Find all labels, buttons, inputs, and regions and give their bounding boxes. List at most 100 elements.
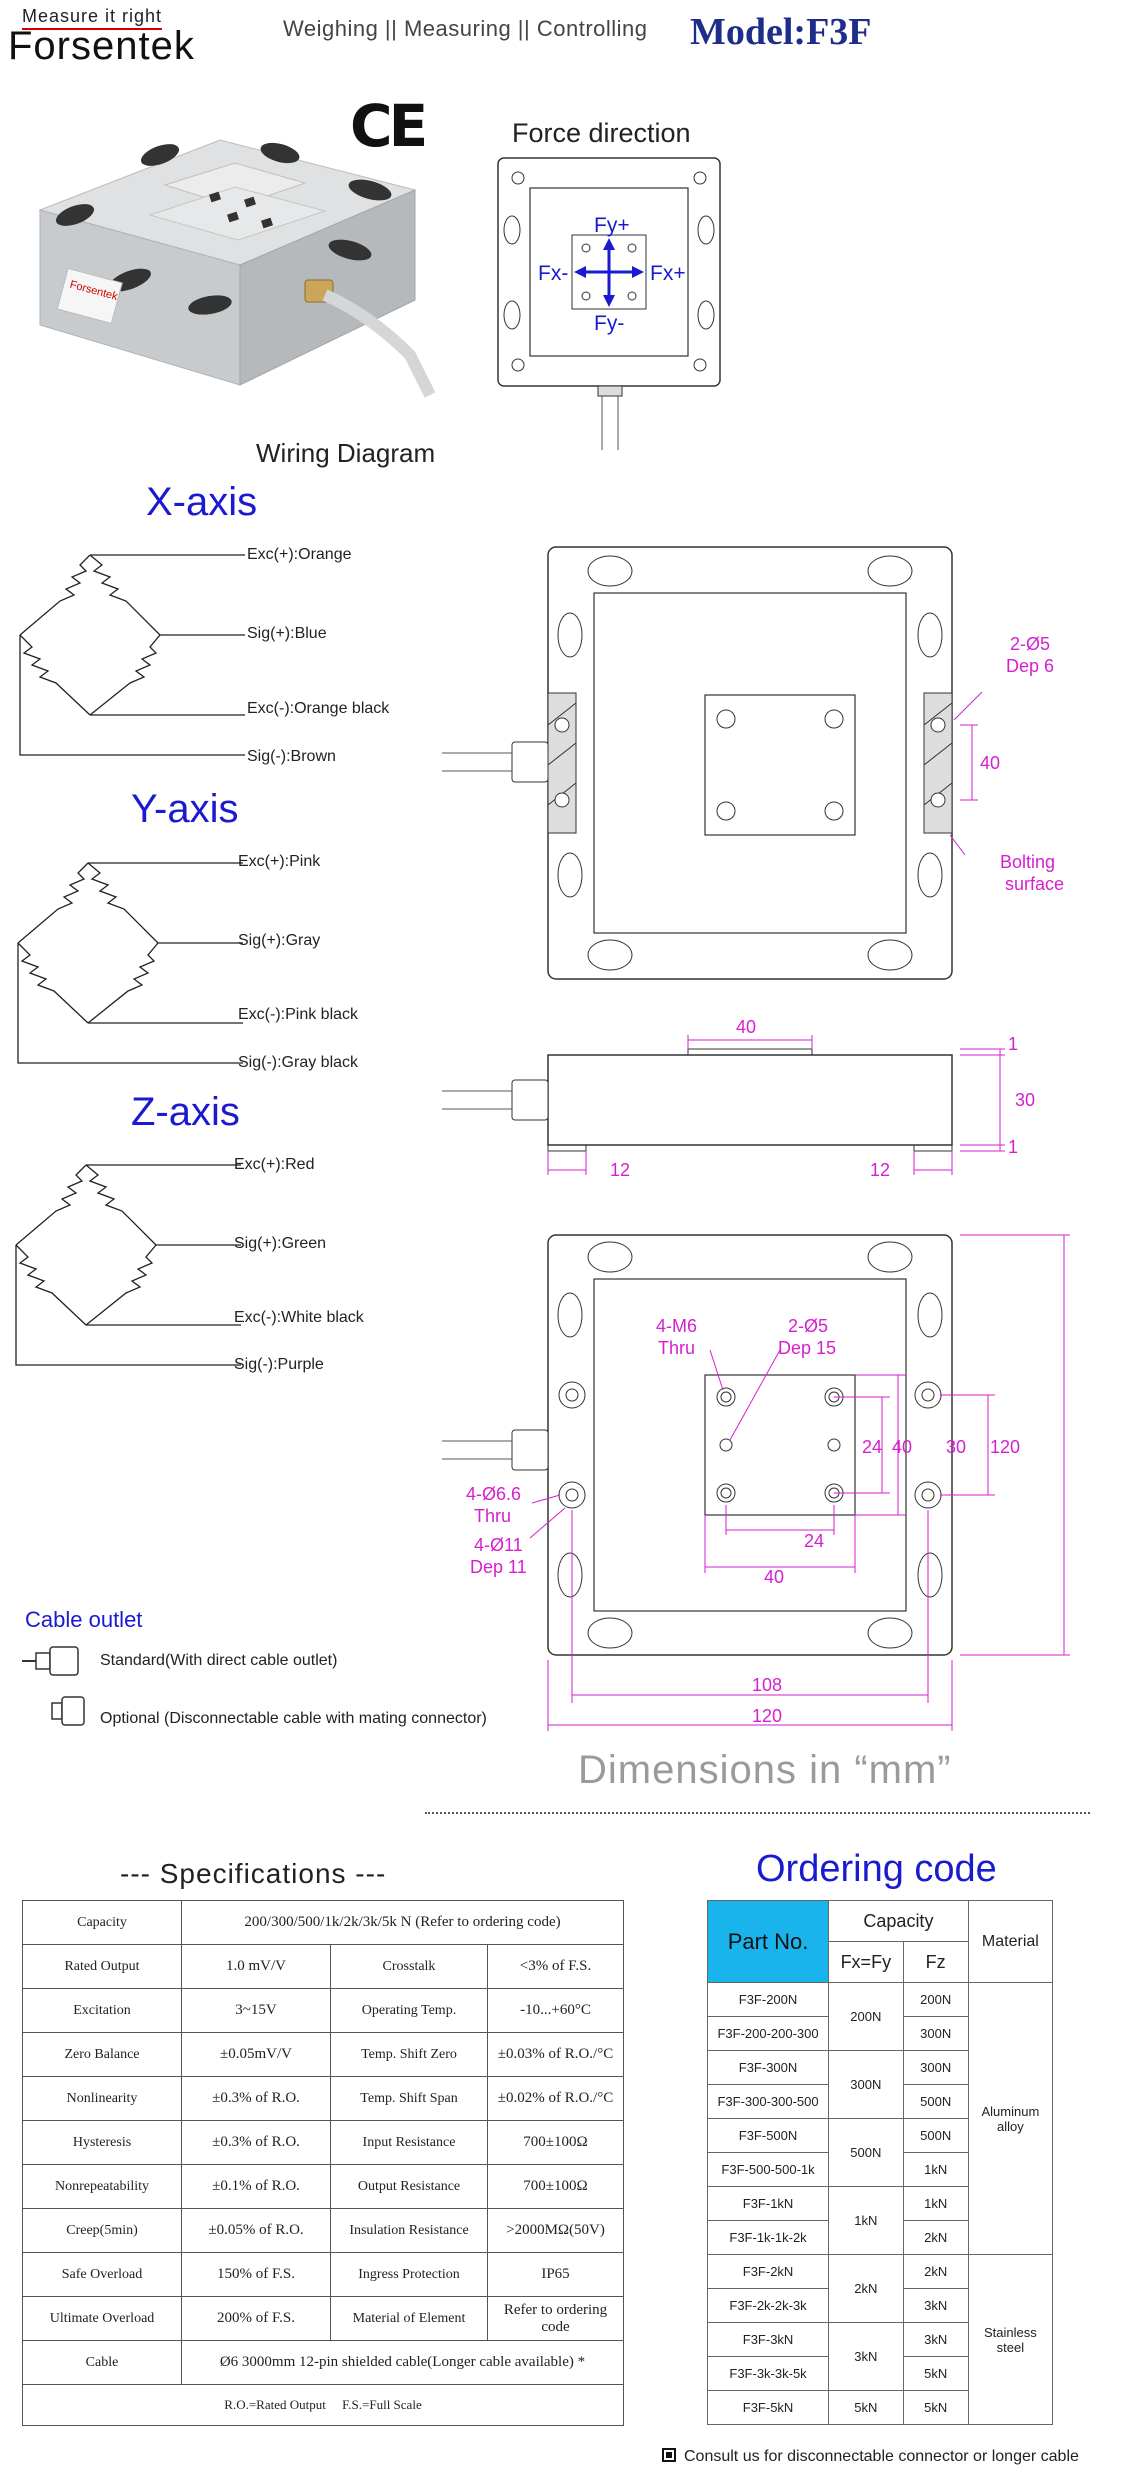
top-bolt-depth-label: Dep 6 <box>1006 656 1054 676</box>
spec-value: >2000MΩ(50V) <box>487 2208 624 2253</box>
spec-label: Capacity <box>22 1900 182 1945</box>
table-row: F3F-1k-1k-2k 2kN <box>706 2220 1053 2255</box>
fxfy-value: 2kN <box>828 2254 904 2323</box>
top-surface-label: surface <box>1005 874 1064 894</box>
top-view-drawing: 2-Ø5 Dep 6 40 Bolting surface <box>442 546 1064 980</box>
table-row: F3F-200-200-300 300N <box>706 2016 1053 2051</box>
spec-label: Material of Element <box>330 2296 488 2341</box>
fz-value: 300N <box>902 2050 969 2085</box>
fz-value: 2kN <box>902 2220 969 2255</box>
part-number: F3F-300N <box>706 2050 830 2085</box>
side-foot-right-label: 12 <box>870 1160 890 1180</box>
spec-label: Rated Output <box>22 1944 182 1989</box>
table-row: Hysteresis ±0.3% of R.O. Input Resistanc… <box>22 2120 624 2165</box>
spec-label: Safe Overload <box>22 2252 182 2297</box>
consult-note: Consult us for disconnectable connector … <box>662 2448 1079 2466</box>
table-row: Excitation 3~15V Operating Temp. -10...+… <box>22 1988 624 2033</box>
material-aluminum: Aluminum alloy <box>967 1982 1054 2255</box>
cable-outlet-optional: Optional (Disconnectable cable with mati… <box>100 1710 487 1727</box>
table-row: Nonrepeatability ±0.1% of R.O. Output Re… <box>22 2164 624 2209</box>
table-row: Capacity 200/300/500/1k/2k/3k/5k N (Refe… <box>22 1900 624 1945</box>
spec-value: ±0.05% of R.O. <box>181 2208 331 2253</box>
brand-tagline: Measure it right <box>22 6 163 30</box>
spec-label: Creep(5min) <box>22 2208 182 2253</box>
spec-label: Temp. Shift Zero <box>330 2032 488 2077</box>
z-axis-title: Z-axis <box>131 1090 240 1134</box>
table-row: R.O.=Rated Output F.S.=Full Scale <box>22 2384 624 2426</box>
fxfy-value: 3kN <box>828 2322 904 2391</box>
fz-value: 500N <box>902 2118 969 2153</box>
x-sig-minus: Sig(-):Brown <box>247 748 336 765</box>
spec-value: IP65 <box>487 2252 624 2297</box>
bottom-m6-label: 4-M6 <box>656 1316 697 1336</box>
header-tagline: Weighing || Measuring || Controlling <box>283 16 648 41</box>
z-exc-plus: Exc(+):Red <box>234 1156 315 1173</box>
fz-value: 1kN <box>902 2152 969 2187</box>
z-sig-plus: Sig(+):Green <box>234 1235 327 1252</box>
y-axis-bridge <box>17 862 243 1064</box>
part-number: F3F-5kN <box>706 2390 830 2425</box>
spec-value: -10...+60°C <box>487 1988 624 2033</box>
y-exc-plus: Exc(+):Pink <box>238 853 321 870</box>
bottom-center-depth-label: Dep 15 <box>778 1338 836 1358</box>
part-number: F3F-3k-3k-5k <box>706 2356 830 2391</box>
col-fz-header: Fz <box>902 1941 969 1983</box>
part-number: F3F-300-300-500 <box>706 2084 830 2119</box>
force-direction-title: Force direction <box>512 118 691 148</box>
side-view-drawing: 40 1 30 1 12 12 <box>442 1017 1035 1180</box>
dimensions-title: Dimensions in “mm” <box>578 1748 952 1792</box>
side-step-bottom-label: 1 <box>1008 1137 1018 1157</box>
table-row: F3F-5kN 5kN 5kN <box>706 2390 1053 2425</box>
spec-label: Cable <box>22 2340 182 2385</box>
cable-outlet-title: Cable outlet <box>25 1607 143 1632</box>
top-bolt-spacing-label: 40 <box>980 753 1000 773</box>
col-fxfy-header: Fx=Fy <box>828 1941 904 1983</box>
fz-value: 5kN <box>902 2356 969 2391</box>
spec-label: Insulation Resistance <box>330 2208 488 2253</box>
part-number: F3F-500N <box>706 2118 830 2153</box>
product-photo: Forsentek <box>38 139 436 398</box>
table-row: Cable Ø6 3000mm 12-pin shielded cable(Lo… <box>22 2340 624 2385</box>
part-number: F3F-2k-2k-3k <box>706 2288 830 2323</box>
fz-value: 300N <box>902 2016 969 2051</box>
model-title: Model:F3F <box>690 11 872 53</box>
material-steel: Stainless steel <box>967 2254 1054 2425</box>
col-material-header: Material <box>967 1900 1054 1983</box>
fz-value: 2kN <box>902 2254 969 2289</box>
side-height-label: 30 <box>1015 1090 1035 1110</box>
spec-value: ±0.05mV/V <box>181 2032 331 2077</box>
fy-plus-label: Fy+ <box>594 214 630 237</box>
table-row: Ultimate Overload 200% of F.S. Material … <box>22 2296 624 2341</box>
part-number: F3F-3kN <box>706 2322 830 2357</box>
spec-label: Nonrepeatability <box>22 2164 182 2209</box>
ce-mark: CE <box>350 92 428 160</box>
fz-value: 200N <box>902 1982 969 2017</box>
spec-label: Excitation <box>22 1988 182 2033</box>
fxfy-value: 500N <box>828 2118 904 2187</box>
y-sig-minus: Sig(-):Gray black <box>238 1054 359 1071</box>
table-row: Rated Output 1.0 mV/V Crosstalk <3% of F… <box>22 1944 624 1989</box>
specifications-title: --- Specifications --- <box>120 1858 387 1889</box>
y-sig-plus: Sig(+):Gray <box>238 932 321 949</box>
spec-value: 700±100Ω <box>487 2120 624 2165</box>
table-row: F3F-200N 200N 200N Aluminum alloy <box>706 1982 1054 2255</box>
part-number: F3F-500-500-1k <box>706 2152 830 2187</box>
part-number: F3F-200-200-300 <box>706 2016 830 2051</box>
col-capacity-header: Capacity <box>828 1900 969 1942</box>
spec-value: ±0.03% of R.O./°C <box>487 2032 624 2077</box>
part-number: F3F-1kN <box>706 2186 830 2221</box>
spec-value: ±0.02% of R.O./°C <box>487 2076 624 2121</box>
bottom-hole-11-depth-label: Dep 11 <box>470 1557 527 1577</box>
ordering-code-table: Part No. Capacity Material Fx=Fy Fz F3F-… <box>706 1900 1054 2425</box>
x-axis-title: X-axis <box>146 480 258 524</box>
bottom-inner-40h-label: 40 <box>764 1567 784 1587</box>
spec-value: Refer to ordering code <box>487 2296 624 2341</box>
brand-logo: Forsentek <box>8 24 195 68</box>
fxfy-value: 5kN <box>828 2390 904 2425</box>
fxfy-value: 200N <box>828 1982 904 2051</box>
consult-text: Consult us for disconnectable connector … <box>684 2448 1079 2465</box>
x-sig-plus: Sig(+):Blue <box>247 625 327 642</box>
bottom-m6-thru-label: Thru <box>658 1338 695 1358</box>
table-row: F3F-2k-2k-3k 3kN <box>706 2288 1053 2323</box>
table-row: Safe Overload 150% of F.S. Ingress Prote… <box>22 2252 624 2297</box>
